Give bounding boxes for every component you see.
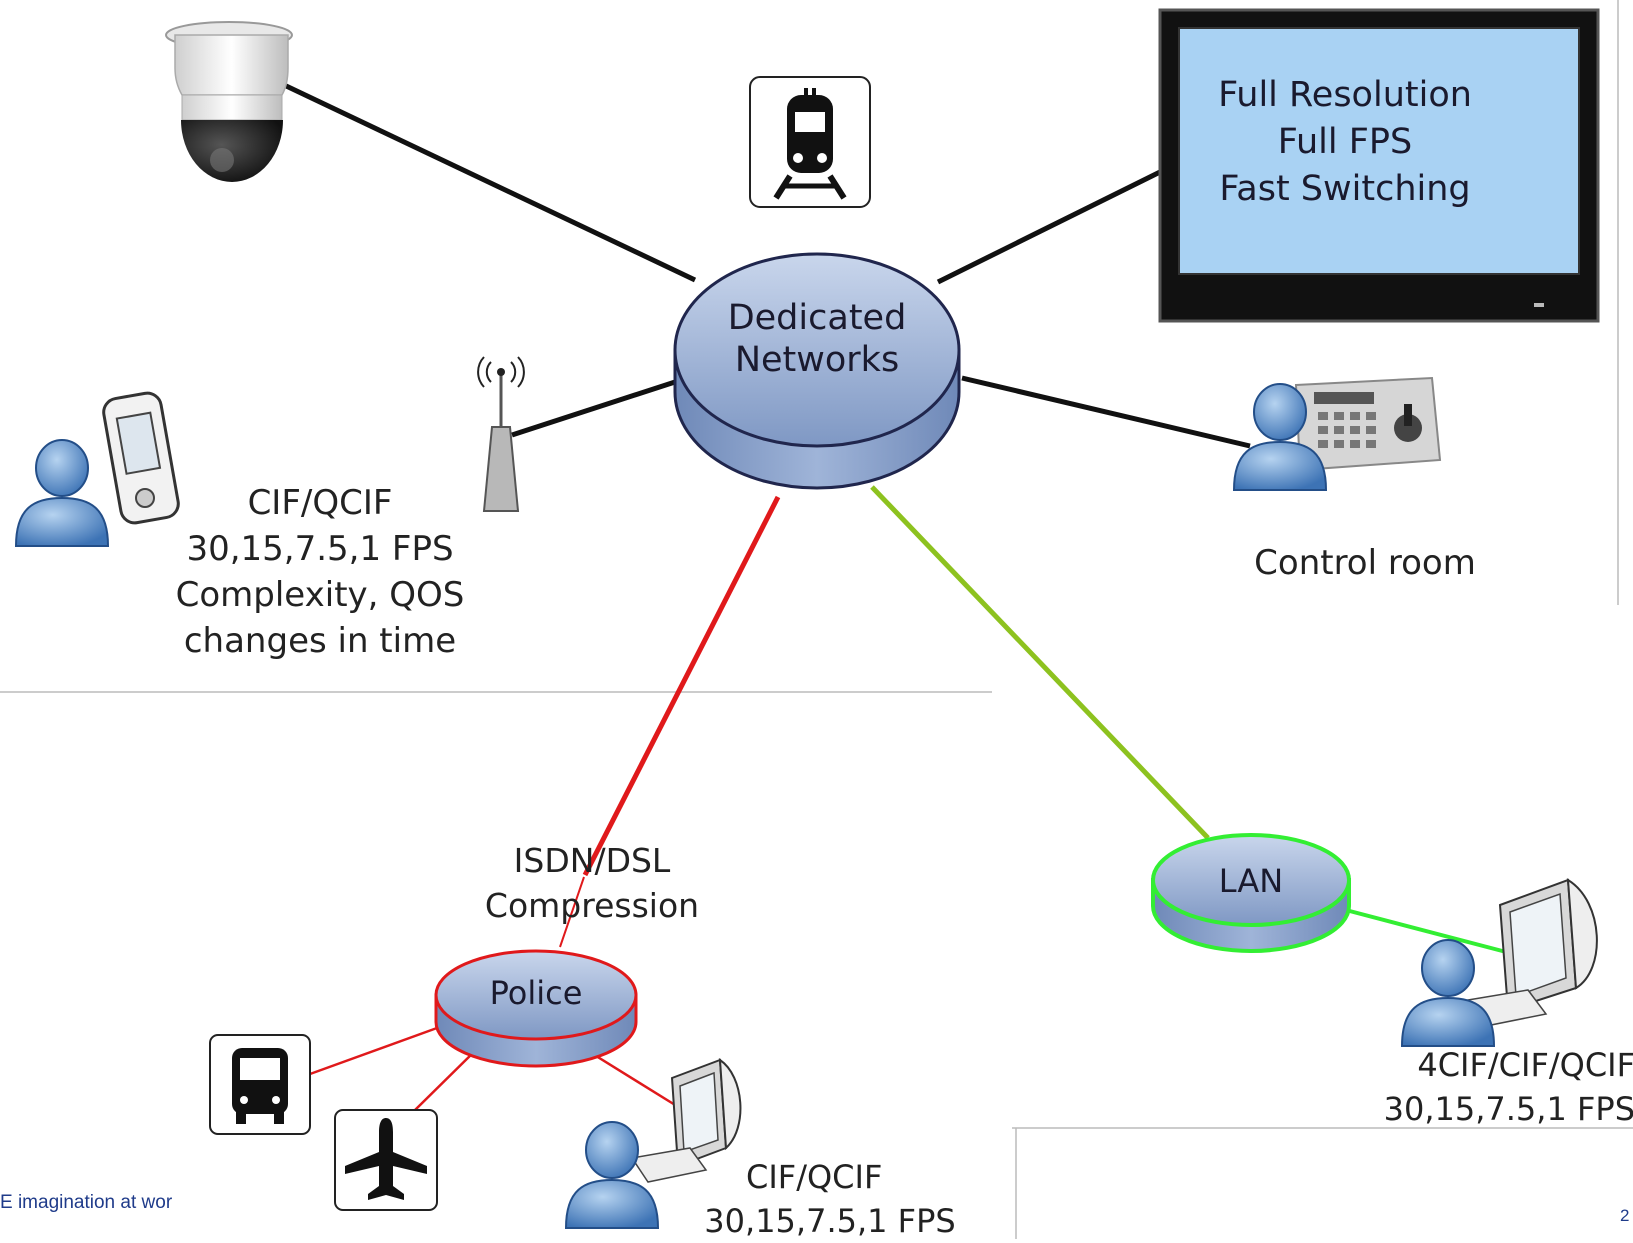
link-lan-pc (1341, 907, 1511, 955)
caption-line: CIF/QCIF (746, 1158, 883, 1196)
lan-label: LAN (1218, 862, 1284, 900)
caption-line: 30,15,7.5,1 FPS (186, 529, 454, 569)
police-label: Police (489, 974, 583, 1012)
airplane-icon (334, 1109, 438, 1211)
caption-line: Complexity, QOS (175, 575, 465, 615)
user-icon (15, 439, 109, 547)
mobile-caption: CIF/QCIF 30,15,7.5,1 FPS Complexity, QOS… (160, 480, 480, 664)
dedicated-networks-node (673, 252, 961, 490)
link-control-room (961, 375, 1251, 449)
hub-label: Dedicated Networks (707, 297, 927, 381)
monitor-icon (1158, 8, 1600, 323)
link-camera (280, 81, 697, 283)
police-node (434, 949, 638, 1068)
link-lan (870, 485, 1210, 840)
link-antenna (511, 379, 676, 438)
link-police-bus (309, 1022, 449, 1076)
monitor-line: Full FPS (1277, 122, 1413, 162)
monitor-text: Full Resolution Full FPS Fast Switching (1180, 72, 1510, 213)
link-isdn-dsl (582, 495, 781, 877)
link-police-airplane (412, 1045, 481, 1113)
caption-line: 30,15,7.5,1 FPS (1383, 1090, 1633, 1128)
train-icon (749, 76, 871, 208)
caption-line: 4CIF/CIF/QCIF (1417, 1046, 1633, 1084)
desktop-computer-icon (1466, 878, 1598, 1027)
link-monitor (936, 169, 1162, 285)
dome-camera-icon (165, 21, 293, 182)
lan-node (1151, 833, 1351, 953)
antenna-icon (477, 356, 525, 512)
mobile-phone-icon (102, 391, 180, 525)
caption-line: CIF/QCIF (247, 483, 393, 523)
lan-caption: 4CIF/CIF/QCIF 30,15,7.5,1 FPS (1365, 1043, 1633, 1131)
isdn-line: ISDN/DSL (513, 841, 671, 880)
isdn-line: Compression (484, 886, 700, 925)
link-police-up (559, 876, 585, 948)
monitor-line: Full Resolution (1218, 75, 1472, 115)
hub-label-line2: Networks (734, 340, 900, 380)
police-caption: CIF/QCIF 30,15,7.5,1 FPS (700, 1155, 960, 1243)
hub-label-line1: Dedicated (727, 298, 907, 338)
caption-line: changes in time (183, 621, 457, 661)
page-number: 2 (1620, 1206, 1630, 1225)
desktop-computer-icon (630, 1058, 742, 1183)
user-icon (1401, 939, 1495, 1047)
monitor-line: Fast Switching (1219, 169, 1471, 209)
caption-line: 30,15,7.5,1 FPS (704, 1202, 956, 1240)
control-keyboard-icon (1294, 376, 1442, 472)
isdn-link-label: ISDN/DSL Compression (462, 838, 722, 928)
footer-brand-text: E imagination at wor (0, 1192, 173, 1213)
bus-icon (209, 1034, 311, 1135)
control-room-label: Control room (1254, 543, 1476, 583)
